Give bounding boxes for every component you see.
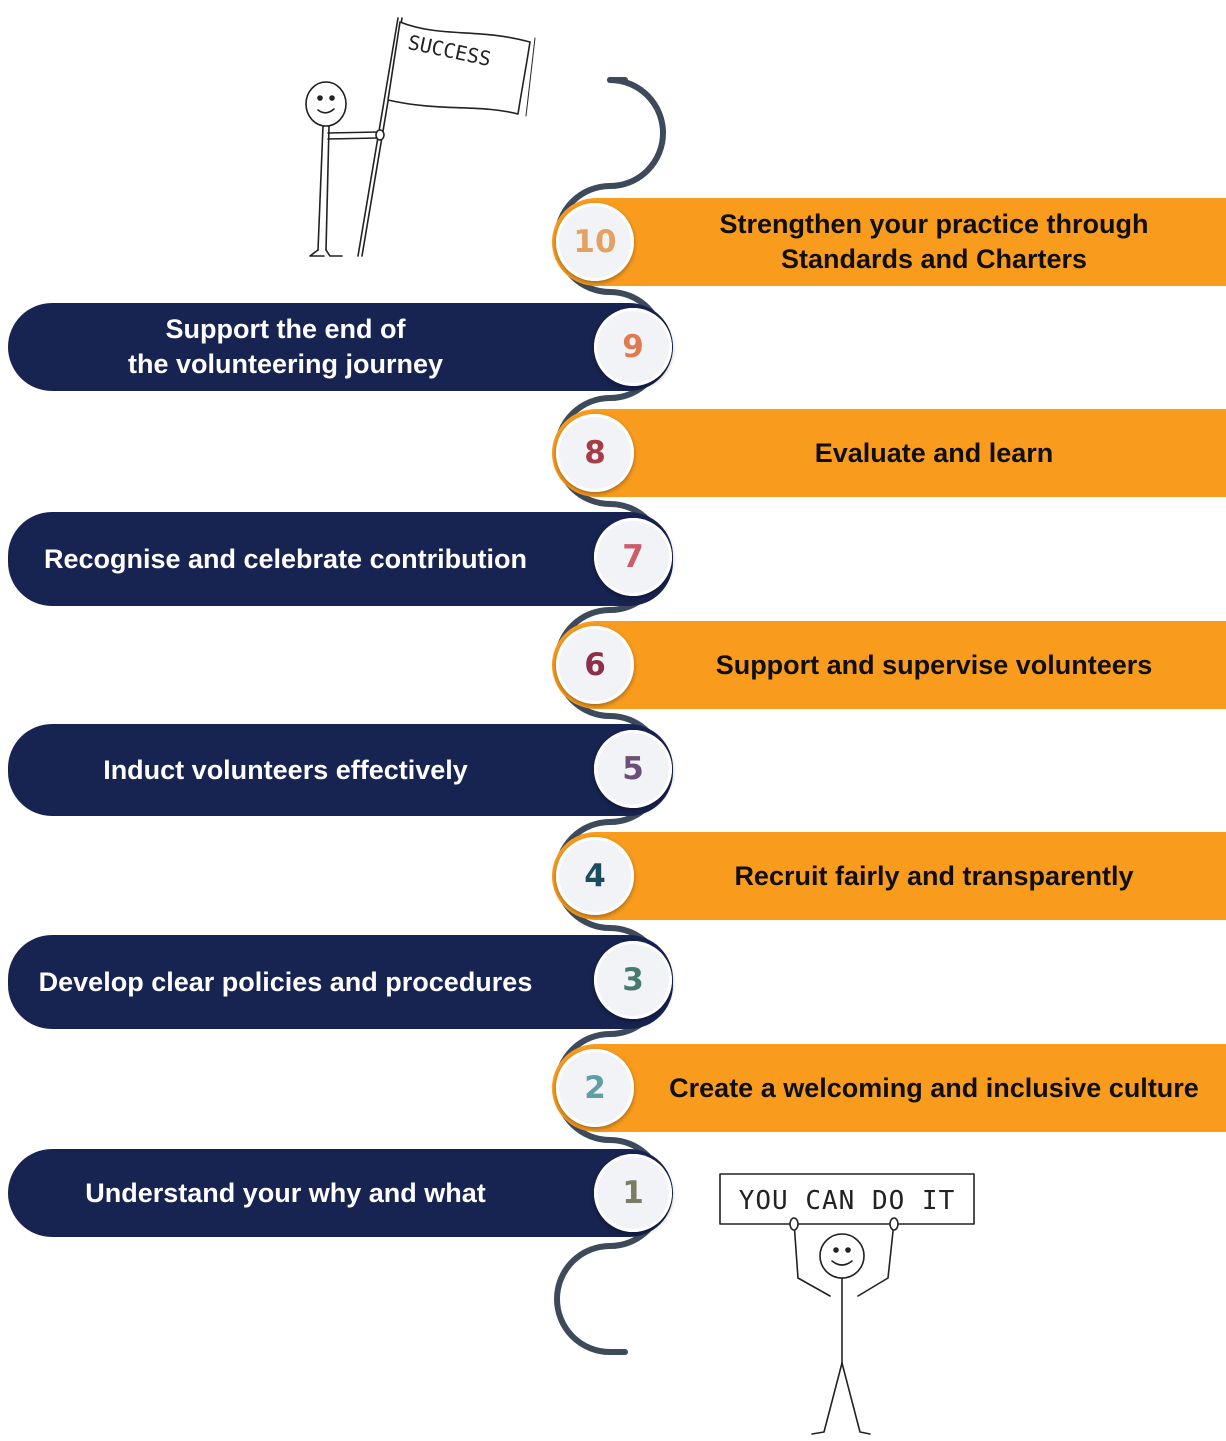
step-1-number: 1: [594, 1154, 672, 1232]
step-3-number-text: 3: [622, 962, 644, 998]
step-9-label: Support the end of the volunteering jour…: [127, 314, 444, 379]
step-4-number-text: 4: [584, 858, 606, 894]
step-9-pill: Support the end of the volunteering jour…: [8, 303, 673, 391]
step-4-pill: Recruit fairly and transparently: [552, 832, 1226, 920]
step-1-pill: Understand your why and what: [8, 1149, 673, 1237]
step-7-label: Recognise and celebrate contribution: [43, 543, 528, 574]
step-8-pill: Evaluate and learn: [552, 409, 1226, 497]
step-7-pill: Recognise and celebrate contribution: [8, 512, 673, 606]
step-6-number-text: 6: [584, 647, 606, 683]
step-8-label: Evaluate and learn: [814, 437, 1054, 468]
step-3-label: Develop clear policies and procedures: [38, 966, 533, 997]
step-5-label: Induct volunteers effectively: [103, 754, 468, 785]
step-7-number: 7: [594, 518, 672, 596]
sign-text: YOU CAN DO IT: [739, 1186, 956, 1216]
step-9-number-text: 9: [622, 329, 644, 365]
step-2-number-text: 2: [584, 1070, 606, 1106]
step-3-number: 3: [594, 941, 672, 1019]
you-can-do-it-figure: YOU CAN DO IT: [719, 1173, 975, 1435]
step-6-pill: Support and supervise volunteers: [552, 621, 1226, 709]
step-1-number-text: 1: [622, 1175, 644, 1211]
step-5-pill: Induct volunteers effectively: [8, 724, 673, 816]
step-9-number: 9: [594, 308, 672, 386]
step-2-pill: Create a welcoming and inclusive culture: [552, 1044, 1226, 1132]
step-10-pill: Strengthen your practice through Standar…: [552, 198, 1226, 286]
step-5-number: 5: [594, 730, 672, 808]
step-2-number: 2: [556, 1049, 634, 1127]
step-6-number: 6: [556, 626, 634, 704]
step-7-number-text: 7: [622, 539, 644, 575]
step-5-number-text: 5: [622, 751, 644, 787]
step-6-label: Support and supervise volunteers: [715, 649, 1153, 680]
step-2-label: Create a welcoming and inclusive culture: [669, 1072, 1199, 1103]
step-10-label: Strengthen your practice through Standar…: [719, 209, 1149, 274]
step-8-number: 8: [556, 414, 634, 492]
step-3-pill: Develop clear policies and procedures: [8, 935, 673, 1029]
step-10-number: 10: [556, 203, 634, 281]
success-flag-figure: SUCCESS: [305, 17, 536, 257]
step-10-number-text: 10: [573, 224, 617, 260]
step-1-label: Understand your why and what: [85, 1177, 486, 1208]
step-4-label: Recruit fairly and transparently: [734, 860, 1134, 891]
step-8-number-text: 8: [584, 435, 606, 471]
step-4-number: 4: [556, 837, 634, 915]
